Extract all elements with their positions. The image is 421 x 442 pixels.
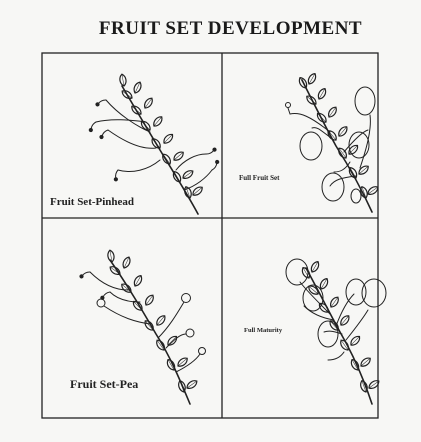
full-fruit-set-sprig	[286, 72, 380, 212]
panel-label-pea: Fruit Set-Pea	[70, 377, 138, 392]
panel-label-full-fruit-set: Full Fruit Set	[239, 174, 279, 182]
pinhead-stage-sprig	[88, 74, 220, 214]
full-maturity-sprig	[286, 259, 386, 404]
panel-label-pinhead: Fruit Set-Pinhead	[50, 196, 134, 208]
panel-grid	[42, 53, 378, 418]
panel-label-full-maturity: Full Maturity	[244, 327, 282, 334]
